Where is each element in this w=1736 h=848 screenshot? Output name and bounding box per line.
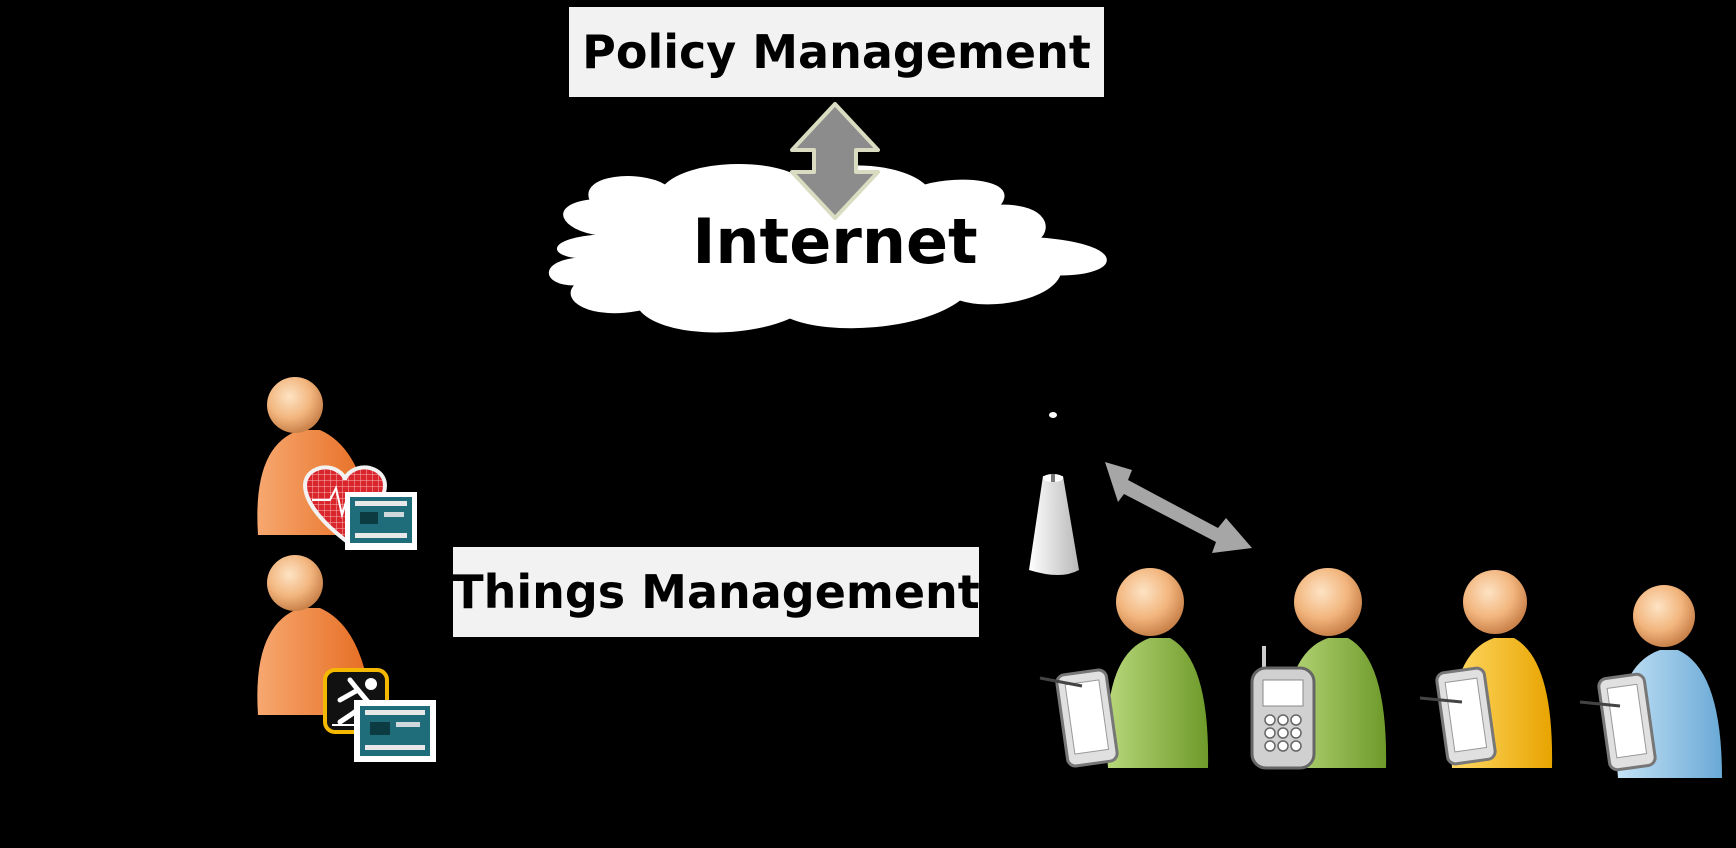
- cell-tower-icon: [1029, 412, 1079, 575]
- policy-internet-arrow: [790, 102, 880, 220]
- patient-heart-monitor-person: [257, 377, 417, 550]
- internet-label: Internet: [692, 205, 978, 278]
- tablet-icon: [1039, 668, 1119, 768]
- tablet-icon: [1579, 672, 1657, 772]
- user-phone-green: [1250, 568, 1387, 770]
- mobile-phone-icon: [1250, 646, 1316, 770]
- things-management-label: Things Management: [452, 547, 980, 637]
- arduino-board-icon: [345, 492, 417, 550]
- arduino-board-icon: [354, 700, 436, 762]
- internet-cloud: [548, 163, 1107, 333]
- tablet-icon: [1419, 666, 1497, 766]
- patient-fall-detection-person: [257, 555, 436, 762]
- user-tablet-green: [1039, 568, 1209, 768]
- tower-users-arrow: [1105, 462, 1252, 553]
- user-tablet-yellow: [1419, 570, 1553, 768]
- policy-management-label: Policy Management: [569, 7, 1104, 97]
- user-tablet-blue: [1579, 585, 1722, 778]
